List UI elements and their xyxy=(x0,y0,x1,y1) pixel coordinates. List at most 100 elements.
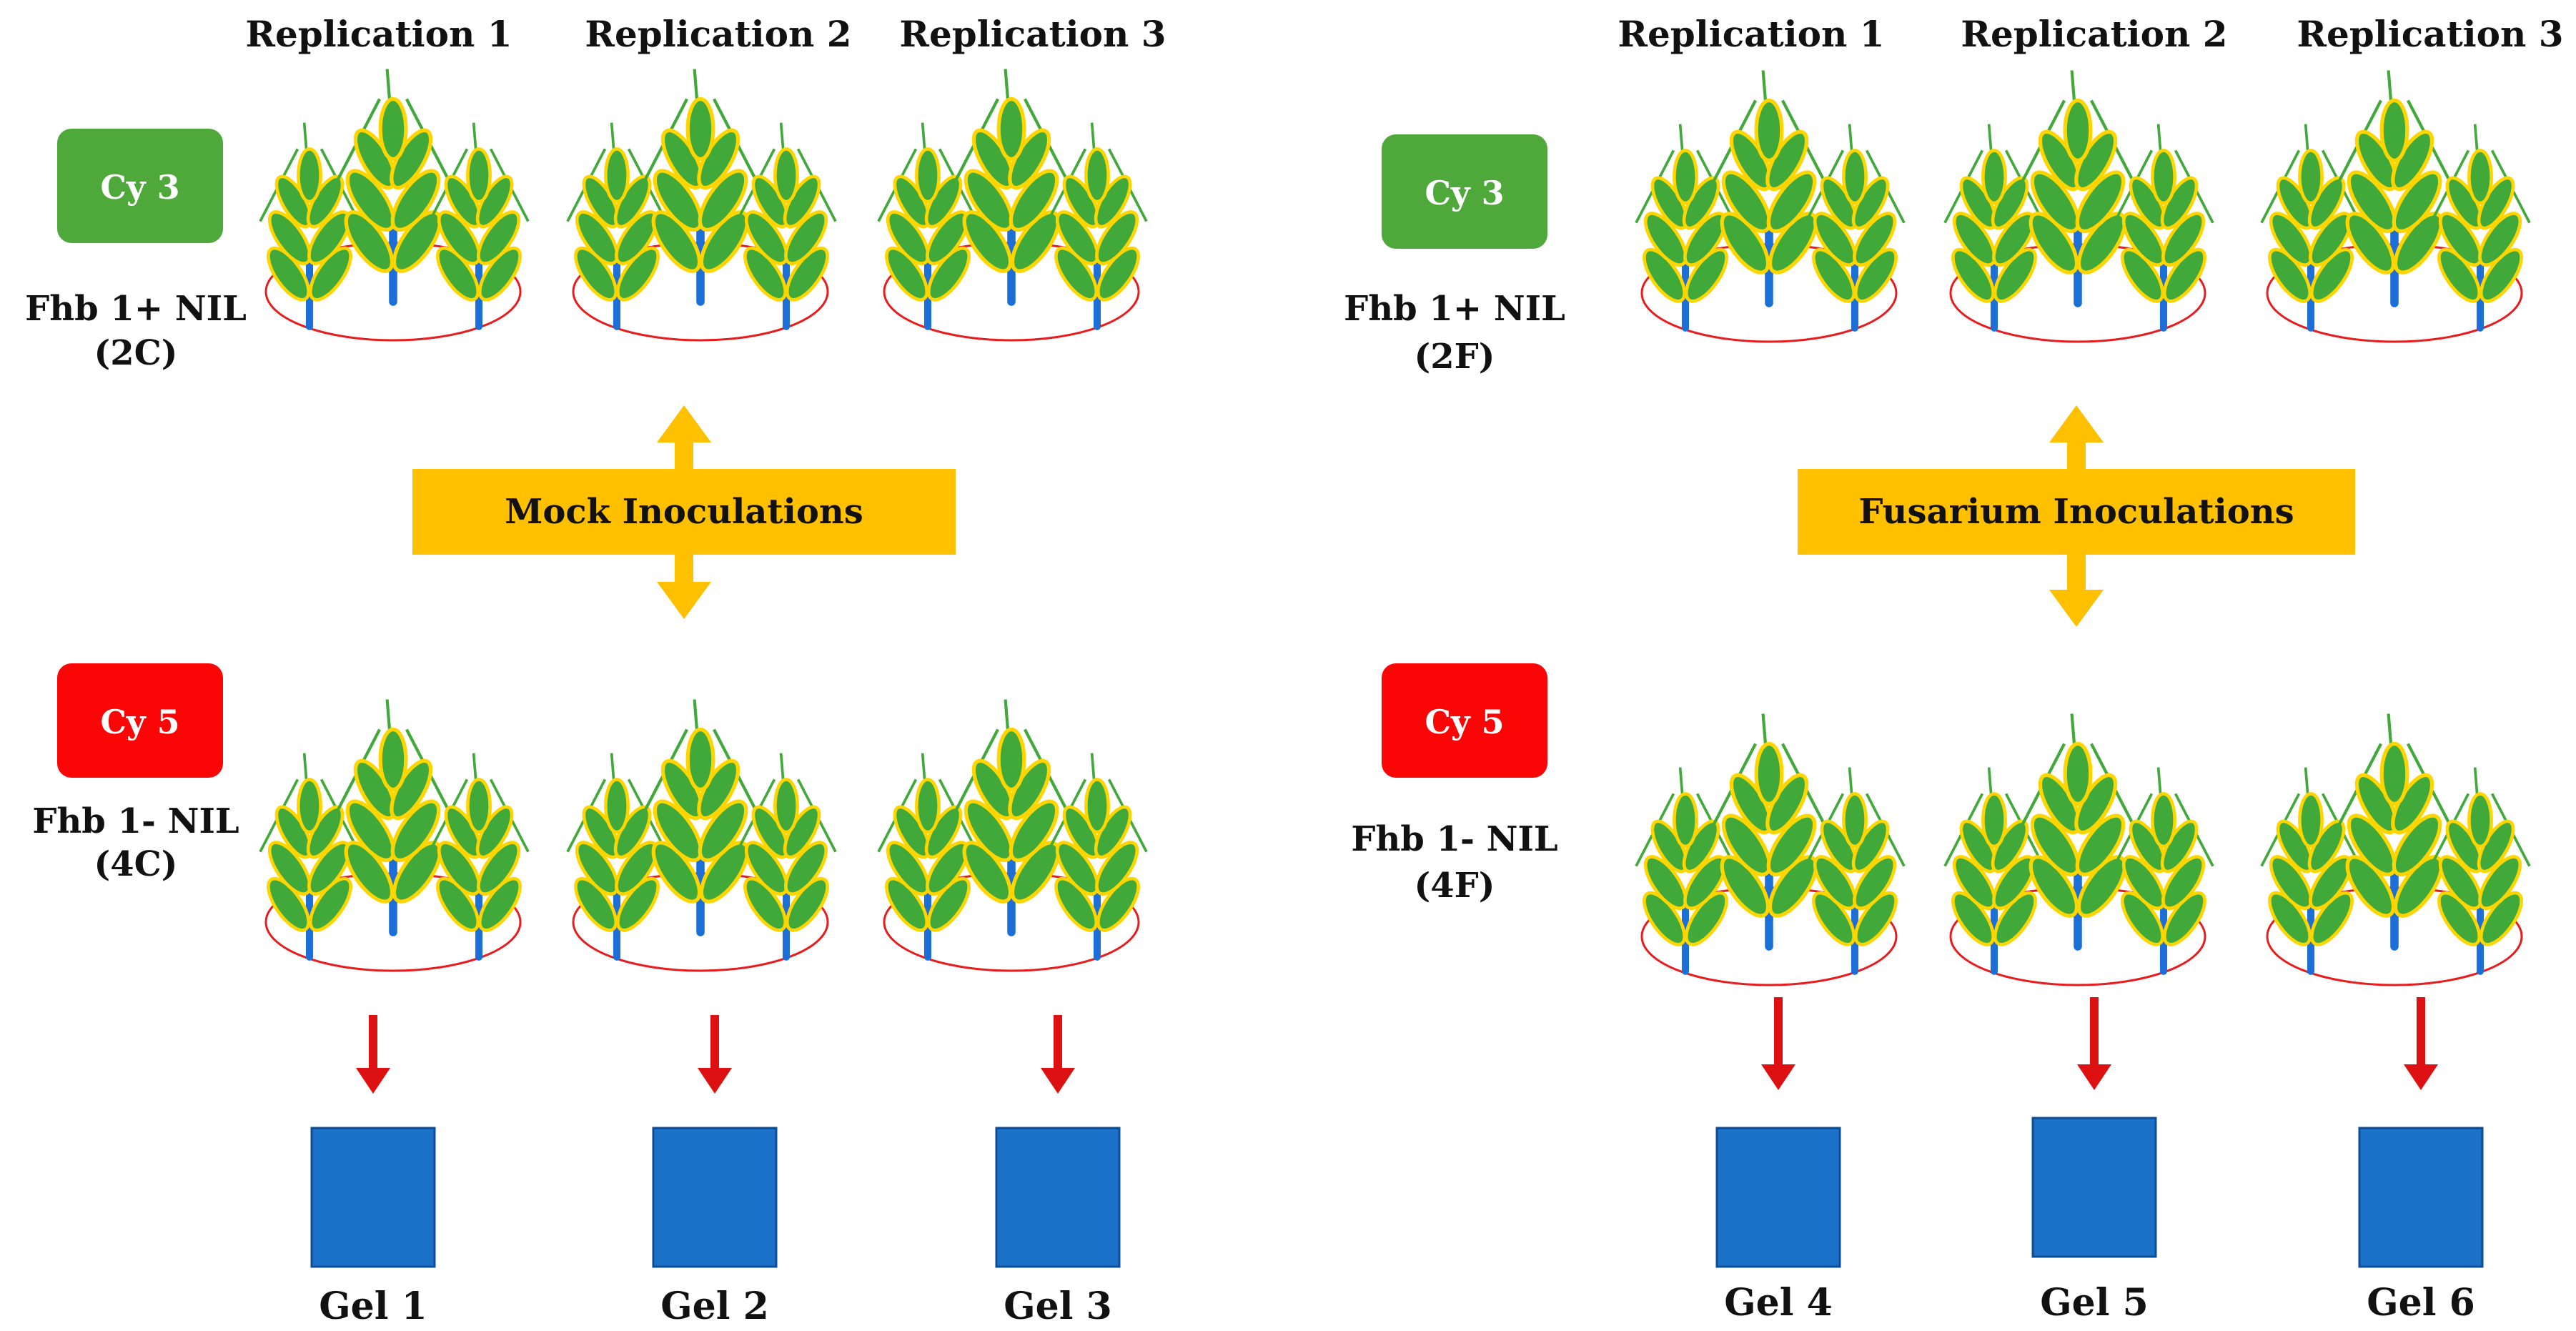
wheat-plant-group-bottom xyxy=(1636,714,1904,986)
dye-box-shape xyxy=(57,129,223,243)
wheat-spike-icon xyxy=(878,753,977,957)
dye-label: Cy 3 xyxy=(100,168,179,207)
wheat-plant-group-top xyxy=(568,69,836,342)
replication-label: Replication 1 xyxy=(1618,13,1884,55)
up-arrow-icon xyxy=(2049,405,2104,442)
genotype-code: (2F) xyxy=(1415,337,1495,377)
wheat-spike-icon xyxy=(2021,71,2134,304)
dye-box-shape xyxy=(57,663,223,778)
wheat-spike-icon xyxy=(2021,714,2134,947)
genotype-label: Fhb 1- NIL xyxy=(1351,819,1557,859)
down-arrow-icon xyxy=(1041,1015,1075,1094)
genotype-label: Fhb 1+ NIL xyxy=(1344,289,1565,329)
replication-label: Replication 1 xyxy=(245,13,512,55)
dye-label: Cy 5 xyxy=(100,703,179,741)
wheat-spike-icon xyxy=(2262,768,2360,971)
down-arrow-icon xyxy=(2049,590,2104,627)
wheat-plant-group-bottom xyxy=(568,700,836,972)
wheat-spike-icon xyxy=(1713,714,1826,947)
genotype-label: Fhb 1- NIL xyxy=(32,801,239,841)
replication-label: Replication 2 xyxy=(1961,13,2227,55)
banner-box xyxy=(1798,469,2355,555)
wheat-spike-icon xyxy=(2262,124,2360,328)
wheat-plant-group-bottom xyxy=(878,700,1146,972)
banner-box xyxy=(412,469,956,555)
wheat-plant-group-bottom xyxy=(1945,714,2213,986)
gel-label: Gel 4 xyxy=(1724,1281,1833,1325)
arrow-head xyxy=(2404,1064,2438,1090)
arrow-head xyxy=(1041,1068,1075,1094)
wheat-spike-icon xyxy=(260,123,359,327)
dye-label: Cy 5 xyxy=(1425,703,1504,741)
wheat-spike-icon xyxy=(644,700,757,933)
wheat-spike-icon xyxy=(1945,768,2044,971)
genotype-code: (4F) xyxy=(1415,866,1495,906)
gel-block xyxy=(310,1127,436,1268)
banner-shaft-up xyxy=(2067,440,2086,469)
gel-label: Gel 5 xyxy=(2040,1281,2149,1325)
wheat-spike-icon xyxy=(737,753,836,957)
genotype-code: (4C) xyxy=(94,844,177,884)
wheat-spike-icon xyxy=(644,69,757,302)
wheat-spike-icon xyxy=(260,753,359,957)
gel-label: Gel 2 xyxy=(660,1285,769,1328)
dye-label: Cy 3 xyxy=(1425,174,1504,212)
wheat-spike-icon xyxy=(955,69,1068,302)
wheat-spike-icon xyxy=(1805,124,1904,328)
gel-block xyxy=(2031,1117,2157,1258)
gel-label: Gel 3 xyxy=(1004,1285,1112,1328)
gel-block xyxy=(995,1127,1121,1268)
dye-box-shape xyxy=(1382,134,1547,249)
wheat-spike-icon xyxy=(1945,124,2044,328)
banner-shaft-up xyxy=(675,440,693,469)
dye-label-box: Cy 3 xyxy=(57,129,223,243)
wheat-plant-group-top xyxy=(260,69,528,342)
up-arrow-icon xyxy=(657,405,711,442)
wheat-spike-icon xyxy=(1713,71,1826,304)
wheat-spike-icon xyxy=(1636,768,1735,971)
arrow-head xyxy=(2077,1064,2111,1090)
banner-shaft-down xyxy=(2067,555,2086,593)
dye-label-box: Cy 3 xyxy=(1382,134,1547,249)
gel-block xyxy=(652,1127,778,1268)
wheat-spike-icon xyxy=(878,123,977,327)
down-arrow-icon xyxy=(356,1015,390,1094)
dye-label-box: Cy 5 xyxy=(57,663,223,778)
wheat-spike-icon xyxy=(337,700,450,933)
down-arrow-icon xyxy=(698,1015,732,1094)
wheat-plant-group-top xyxy=(1945,71,2213,343)
banner-shaft-down xyxy=(675,555,693,585)
wheat-spike-icon xyxy=(1636,124,1735,328)
gel-label: Gel 1 xyxy=(319,1285,427,1328)
down-arrow-icon xyxy=(657,582,711,619)
wheat-spike-icon xyxy=(568,123,666,327)
replication-label: Replication 3 xyxy=(2297,13,2563,55)
wheat-spike-icon xyxy=(955,700,1068,933)
wheat-plant-group-top xyxy=(2262,71,2530,343)
wheat-spike-icon xyxy=(1805,768,1904,971)
wheat-plant-group-bottom xyxy=(2262,714,2530,986)
down-arrow-icon xyxy=(2404,997,2438,1090)
gel-label: Gel 6 xyxy=(2367,1281,2475,1325)
arrow-head xyxy=(698,1068,732,1094)
wheat-spike-icon xyxy=(2338,71,2451,304)
genotype-label: Fhb 1+ NIL xyxy=(25,289,247,329)
wheat-plant-group-top xyxy=(878,69,1146,342)
wheat-spike-icon xyxy=(568,753,666,957)
gel-block xyxy=(2358,1127,2484,1268)
wheat-plant-group-top xyxy=(1636,71,1904,343)
wheat-spike-icon xyxy=(430,753,528,957)
panel-fusarium: Replication 1 Replication 2 Replication 3 C… xyxy=(1344,13,2563,1325)
genotype-code: (2C) xyxy=(94,333,177,373)
replication-label: Replication 3 xyxy=(899,13,1166,55)
inoculation-banner: Fusarium Inoculations xyxy=(1798,405,2355,627)
wheat-spike-icon xyxy=(2431,768,2530,971)
inoculation-label: Fusarium Inoculations xyxy=(1858,492,2294,532)
dye-box-shape xyxy=(1382,663,1547,778)
wheat-spike-icon xyxy=(337,69,450,302)
dye-label-box: Cy 5 xyxy=(1382,663,1547,778)
wheat-spike-icon xyxy=(1048,753,1146,957)
down-arrow-icon xyxy=(2077,997,2111,1090)
wheat-spike-icon xyxy=(430,123,528,327)
